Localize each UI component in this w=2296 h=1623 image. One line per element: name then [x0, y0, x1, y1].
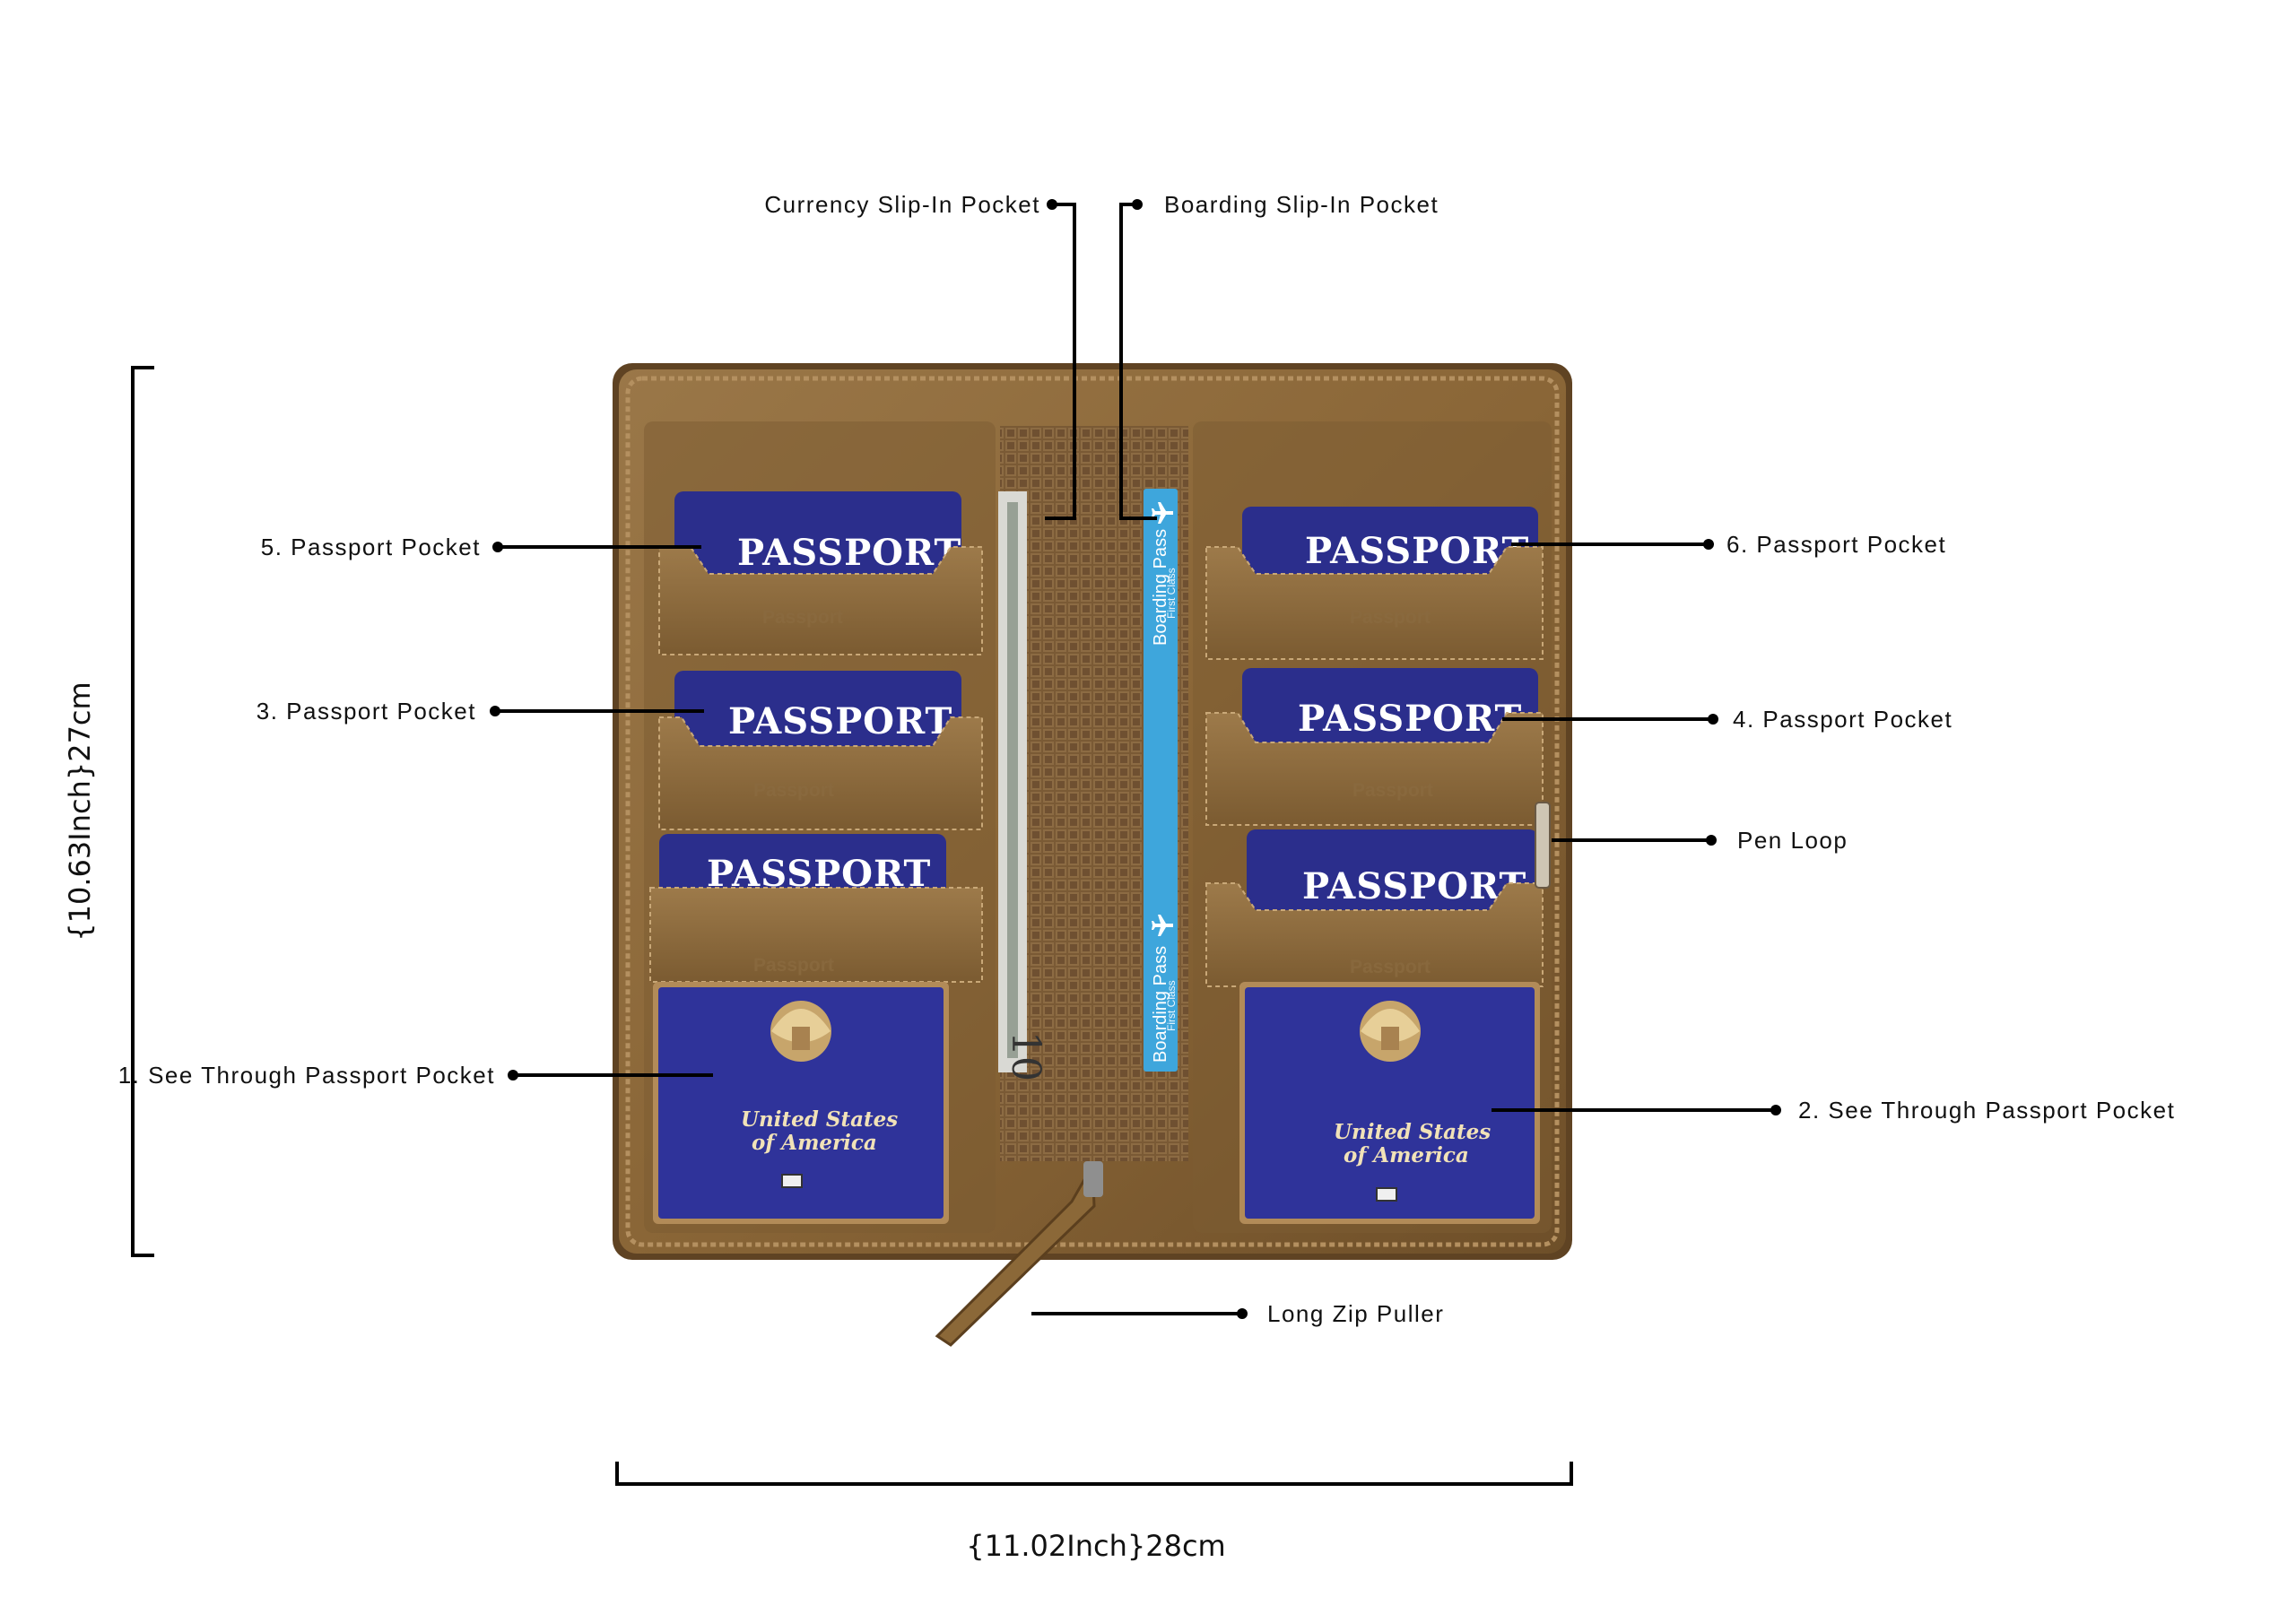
- boarding-pass: Boarding Pass First Class Boarding Pass …: [1144, 489, 1178, 1072]
- label-currency-pocket: Currency Slip-In Pocket: [764, 191, 1040, 218]
- callout-labels: Currency Slip-In Pocket Boarding Slip-In…: [118, 191, 2175, 1327]
- passport-title: PASSPORT: [737, 532, 961, 574]
- pen-loop: [1535, 802, 1551, 889]
- height-label: {10.63Inch}27cm: [63, 681, 97, 941]
- currency-note: 10: [998, 491, 1048, 1081]
- passport-pocket-3: PASSPORT Passport: [658, 671, 983, 830]
- eagle-seal-icon: [770, 1001, 831, 1062]
- label-see-through-1: 1. See Through Passport Pocket: [118, 1062, 495, 1089]
- passport-pocket-label: Passport: [1350, 957, 1431, 977]
- callout-lines: [490, 199, 1781, 1319]
- passport-pocket-4: PASSPORT Passport: [1205, 668, 1544, 826]
- chip-icon: [781, 1174, 803, 1188]
- label-pen-loop: Pen Loop: [1737, 827, 1848, 854]
- passport-pocket-right-lower: PASSPORT Passport: [1205, 829, 1544, 987]
- passport-pocket-label: Passport: [1350, 607, 1431, 628]
- passport-pocket-label: Passport: [753, 955, 834, 976]
- country-line-2: of America: [1344, 1143, 1469, 1167]
- boarding-pass-class-top: First Class: [1165, 568, 1178, 619]
- chip-icon: [1376, 1187, 1397, 1202]
- passport-pocket-left-lower: PASSPORT Passport: [649, 834, 983, 983]
- plane-icon: [1152, 502, 1173, 524]
- country-line-2: of America: [752, 1131, 877, 1155]
- plane-icon: [1152, 915, 1173, 936]
- see-through-pocket-1: United States of America: [653, 982, 949, 1224]
- passport-title: PASSPORT: [728, 700, 952, 742]
- passport-pocket-label: Passport: [762, 607, 843, 628]
- svg-text:10: 10: [1003, 1031, 1048, 1081]
- boarding-pass-class-bottom: First Class: [1165, 980, 1178, 1031]
- label-passport-pocket-5: 5. Passport Pocket: [261, 534, 481, 560]
- boarding-pass-title-top: Boarding Pass: [1151, 529, 1170, 646]
- label-passport-pocket-3: 3. Passport Pocket: [257, 698, 476, 725]
- label-zip-puller: Long Zip Puller: [1267, 1300, 1444, 1327]
- label-passport-pocket-6: 6. Passport Pocket: [1726, 531, 1946, 558]
- travel-wallet: 10 Boarding Pass First Class Boarding Pa…: [613, 363, 1572, 1347]
- passport-pocket-label: Passport: [753, 780, 834, 801]
- label-see-through-2: 2. See Through Passport Pocket: [1798, 1097, 2175, 1124]
- passport-pocket-6: PASSPORT Passport: [1205, 507, 1544, 660]
- passport-pocket-label: Passport: [1352, 780, 1433, 801]
- height-dimension: {10.63Inch}27cm: [63, 366, 154, 1257]
- passport-title: PASSPORT: [1298, 698, 1522, 740]
- boarding-pass-title-bottom: Boarding Pass: [1151, 946, 1170, 1063]
- zip-puller: [935, 1160, 1103, 1347]
- eagle-seal-icon: [1360, 1001, 1421, 1062]
- passport-pocket-5: PASSPORT Passport: [658, 491, 983, 655]
- width-label: {11.02Inch}28cm: [966, 1529, 1225, 1563]
- label-boarding-pocket: Boarding Slip-In Pocket: [1164, 191, 1439, 218]
- width-dimension: {11.02Inch}28cm: [615, 1462, 1573, 1563]
- country-line-1: United States: [741, 1107, 898, 1132]
- see-through-pocket-2: United States of America: [1239, 982, 1540, 1224]
- passport-title: PASSPORT: [1305, 530, 1529, 572]
- country-line-1: United States: [1334, 1120, 1491, 1144]
- passport-title: PASSPORT: [1302, 865, 1526, 907]
- label-passport-pocket-4: 4. Passport Pocket: [1733, 706, 1952, 733]
